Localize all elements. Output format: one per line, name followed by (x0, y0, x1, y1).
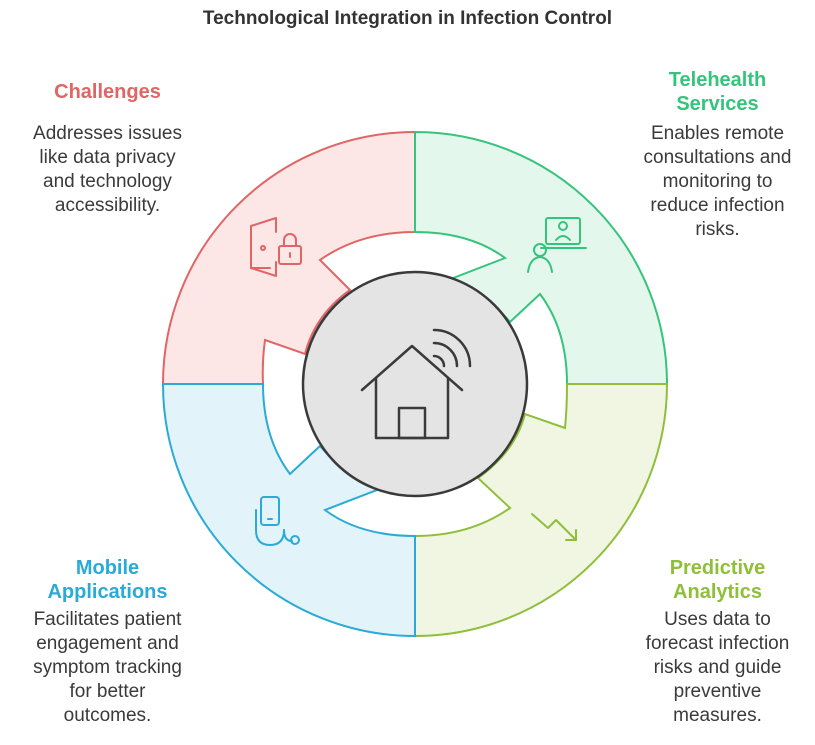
desc-line: preventive (673, 681, 762, 702)
smart-home-icon (360, 328, 472, 440)
desc-line: risks and guide (653, 657, 782, 678)
segment-mobile (161, 383, 416, 638)
locked-door-icon (250, 217, 302, 277)
desc-line: and technology (43, 171, 172, 192)
desc-line: for better (69, 681, 146, 702)
heading-line: Predictive (669, 557, 766, 579)
mobile-heading: Mobile Applications (0, 556, 215, 604)
heading-line: Analytics (673, 581, 762, 603)
heading-line: Services (676, 93, 759, 115)
desc-line: Facilitates patient (33, 609, 182, 630)
diagram-title: Technological Integration in Infection C… (202, 8, 613, 29)
center-circle (301, 270, 529, 498)
desc-line: forecast infection (645, 633, 790, 654)
desc-line: risks. (695, 219, 740, 240)
desc-line: like data privacy (39, 147, 176, 168)
challenges-heading: Challenges (54, 81, 161, 103)
heading-line: Applications (47, 581, 168, 603)
desc-line: Uses data to (664, 609, 771, 630)
desc-line: measures. (673, 705, 762, 726)
desc-line: Enables remote (650, 123, 785, 144)
desc-line: engagement and (36, 633, 179, 654)
telehealth-desc: Enables remote consultations and monitor… (620, 122, 815, 242)
desc-line: Addresses issues (33, 123, 182, 144)
challenges-desc: Addresses issues like data privacy and t… (0, 122, 215, 218)
desc-line: outcomes. (63, 705, 152, 726)
mobile-desc: Facilitates patient engagement and sympt… (0, 608, 215, 728)
video-consultation-icon (527, 217, 587, 273)
desc-line: monitoring to (662, 171, 773, 192)
trend-down-icon (531, 513, 577, 541)
segment-challenges (161, 130, 416, 385)
desc-line: accessibility. (54, 195, 161, 216)
desc-line: symptom tracking (33, 657, 182, 678)
segment-predictive (414, 383, 669, 638)
desc-line: consultations and (643, 147, 792, 168)
heading-line: Mobile (75, 557, 140, 579)
phone-stethoscope-icon (255, 496, 300, 546)
heading-line: Telehealth (668, 69, 767, 91)
desc-line: reduce infection (650, 195, 785, 216)
telehealth-heading: Telehealth Services (620, 68, 815, 116)
predictive-heading: Predictive Analytics (620, 556, 815, 604)
predictive-desc: Uses data to forecast infection risks an… (620, 608, 815, 728)
